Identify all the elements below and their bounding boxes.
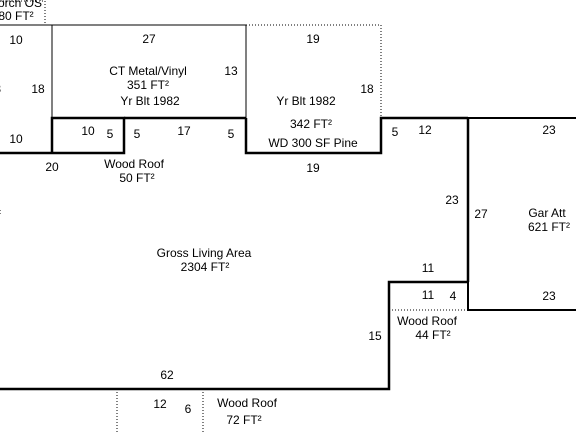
wood-roof-bottom-name: Wood Roof xyxy=(217,396,277,410)
dim-porch-right: 18 xyxy=(31,82,45,96)
wood-roof-top-area: 50 FT² xyxy=(119,171,154,185)
dim-porch-top: 10 xyxy=(9,33,23,47)
dim-ct-inner-5b: 5 xyxy=(134,127,141,141)
wd-area: 342 FT² xyxy=(290,117,332,131)
thin-walls xyxy=(0,24,247,153)
dim-ct-top: 27 xyxy=(142,32,156,46)
wood-roof-bottom-area: 72 FT² xyxy=(226,413,261,427)
dim-seg-12: 12 xyxy=(418,123,432,137)
gla-name: Gross Living Area xyxy=(157,246,252,260)
dim-seg-15: 15 xyxy=(368,329,382,343)
wood-roof-top-name: Wood Roof xyxy=(104,157,164,171)
wood-roof-mid-name: Wood Roof xyxy=(397,314,457,328)
dim-ct-inner-17: 17 xyxy=(177,124,191,138)
dim-gar-top: 23 xyxy=(542,123,556,137)
garage-area: 621 FT² xyxy=(528,220,570,234)
porch-area: 80 FT² xyxy=(0,9,34,23)
dim-wd-right: 18 xyxy=(360,82,374,96)
gla-area: 2304 FT² xyxy=(181,260,230,274)
porch-name: Porch OS xyxy=(0,0,42,10)
wd-year: Yr Blt 1982 xyxy=(276,94,336,108)
ct-year: Yr Blt 1982 xyxy=(120,94,180,108)
dim-bot-12: 12 xyxy=(153,397,167,411)
dim-gar-27: 27 xyxy=(474,207,488,221)
living-area-walls xyxy=(0,116,470,391)
dim-seg-62: 62 xyxy=(160,368,174,382)
dim-porch-left: 3 xyxy=(0,82,1,96)
garage-name: Gar Att xyxy=(528,206,566,220)
wall-step xyxy=(0,280,468,391)
dim-ct-inner-5c: 5 xyxy=(228,127,235,141)
dim-porch-bottom: 10 xyxy=(9,132,23,146)
wood-roof-mid-area: 44 FT² xyxy=(415,328,450,342)
ct-name: CT Metal/Vinyl xyxy=(109,64,187,78)
area-labels: Porch OS 80 FT² CT Metal/Vinyl 351 FT² Y… xyxy=(0,0,570,427)
gar-bottom-wall xyxy=(467,282,576,311)
dim-ct-right: 13 xyxy=(224,64,238,78)
dim-wd-bottom: 19 xyxy=(306,161,320,175)
dim-seg-4: 4 xyxy=(450,289,457,303)
dim-ct-inner-5a: 5 xyxy=(107,127,114,141)
dim-seg-20: 20 xyxy=(45,160,59,174)
wd-name: WD 300 SF Pine xyxy=(268,136,358,150)
dim-seg-23-vert: 23 xyxy=(445,193,459,207)
dim-wd-top: 19 xyxy=(306,32,320,46)
dim-seg-11-a: 11 xyxy=(422,261,435,275)
dim-seg-5: 5 xyxy=(392,125,399,139)
dim-bot-6: 6 xyxy=(185,402,192,416)
dim-seg-11-b: 11 xyxy=(422,288,435,302)
dimension-labels: 10 3 18 10 27 13 10 5 5 17 5 19 18 19 20… xyxy=(0,32,556,416)
wall-wd-bottom xyxy=(244,116,468,155)
ct-area: 351 FT² xyxy=(127,78,169,92)
dim-ct-inner-left: 10 xyxy=(81,124,95,138)
dim-gar-bottom: 23 xyxy=(542,289,556,303)
dotted-lines xyxy=(0,0,468,432)
